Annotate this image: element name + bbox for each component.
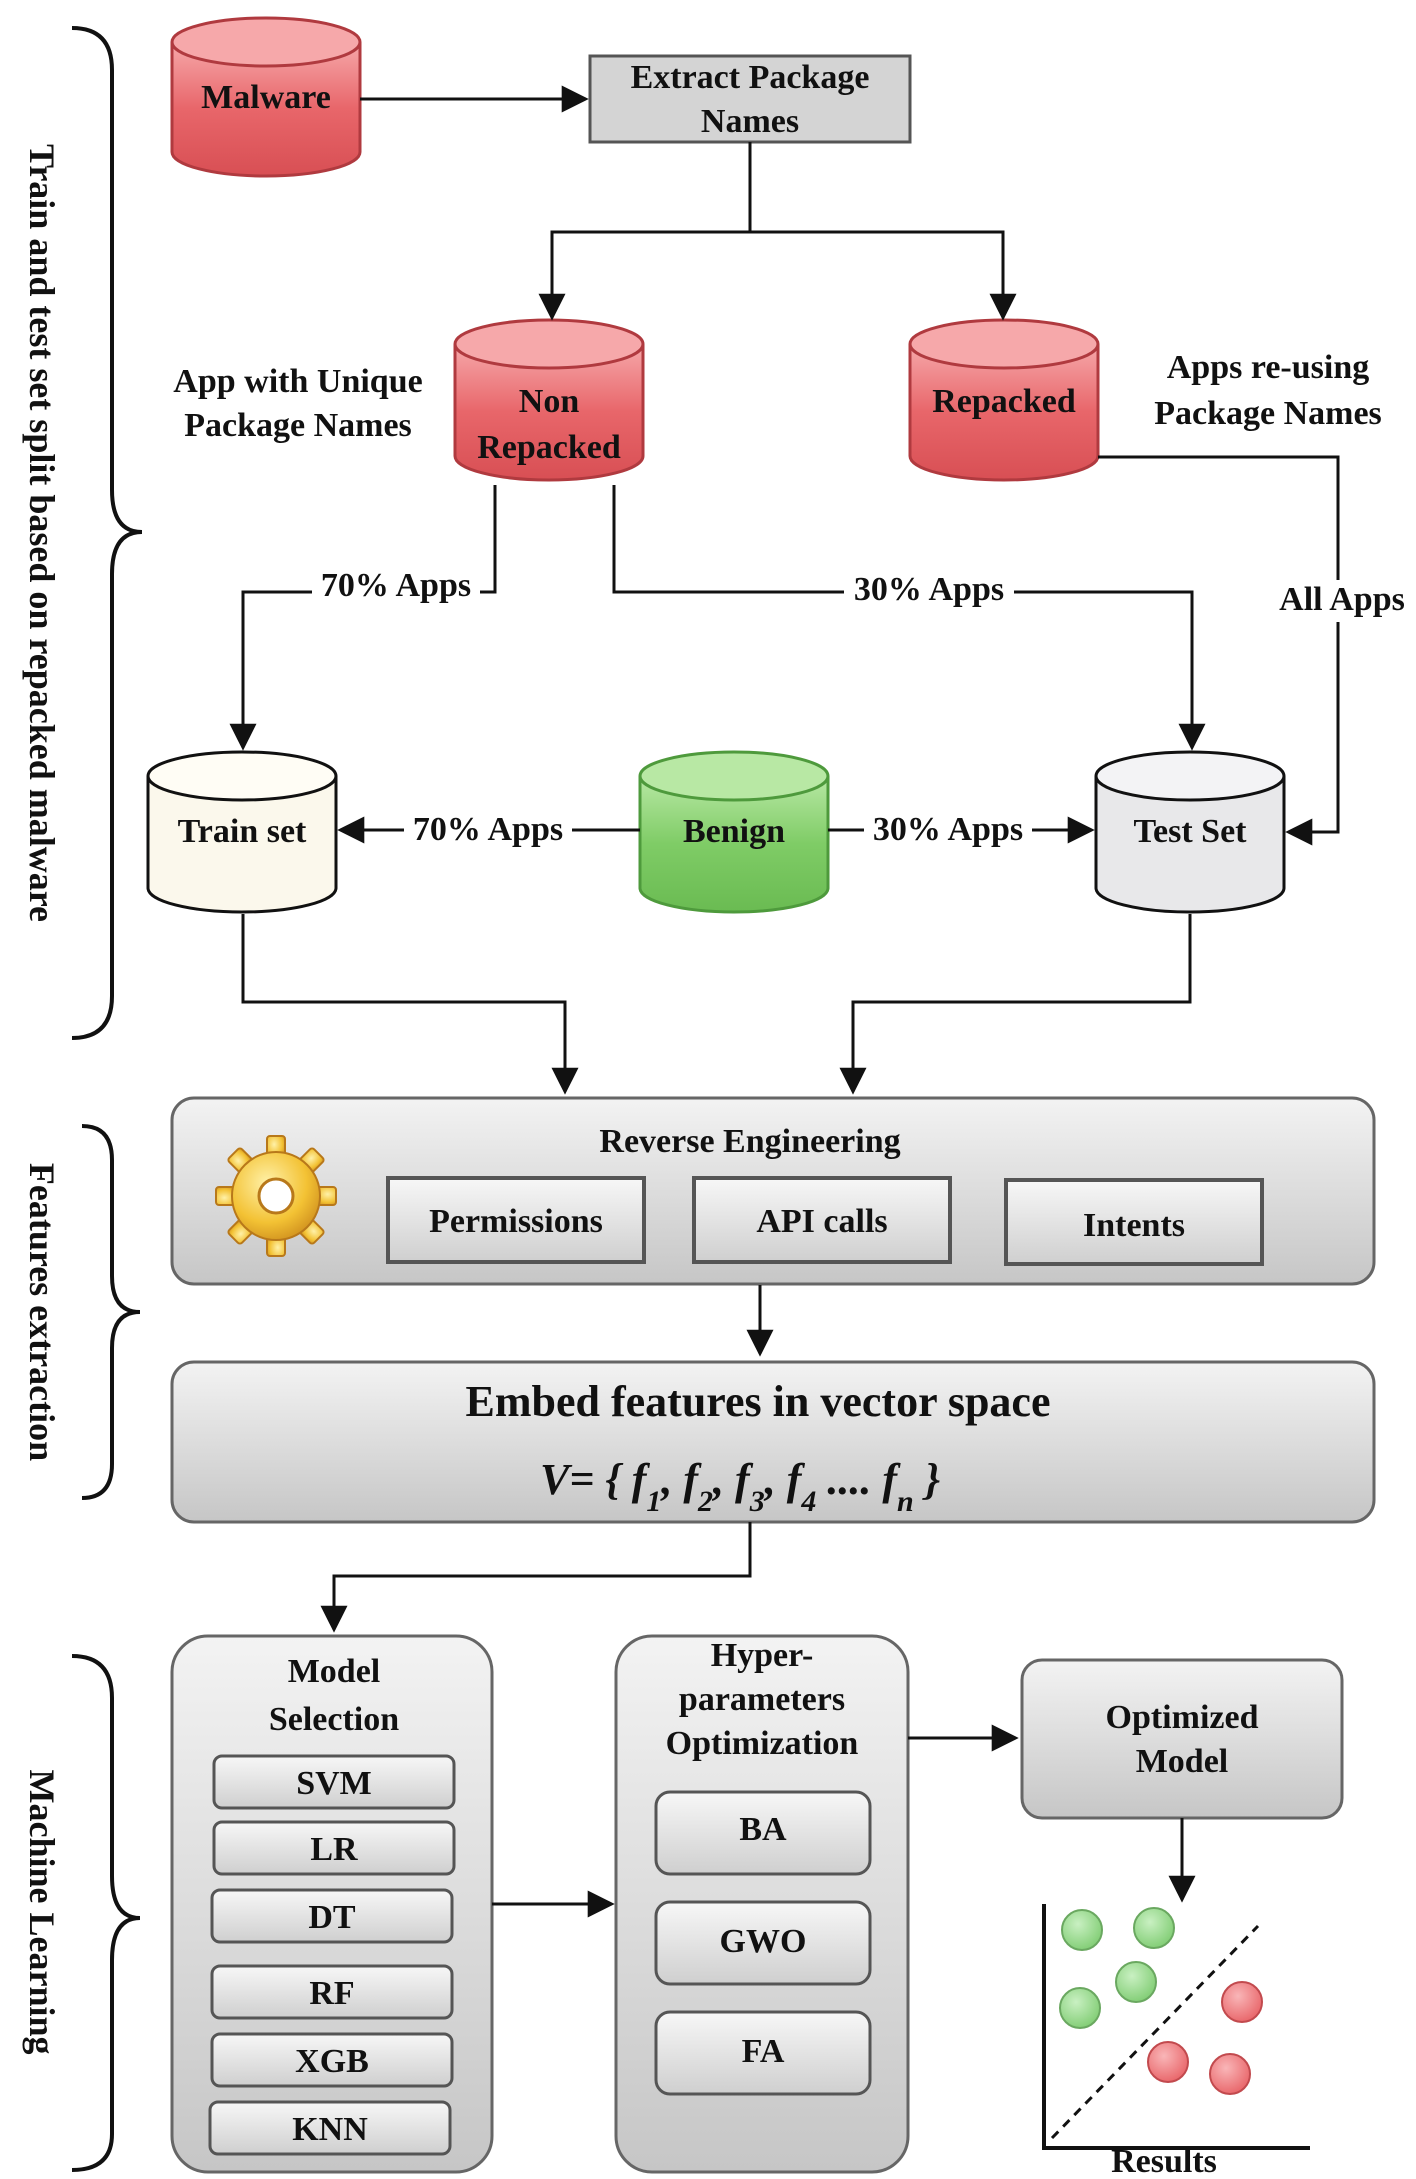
- results-label: Results: [1111, 2143, 1217, 2179]
- extract-label-1: Extract Package: [631, 59, 870, 96]
- repacked-database: Repacked: [908, 318, 1100, 482]
- unique-names-note-1: App with Unique: [173, 363, 422, 400]
- extract-package-names-box: Extract Package Names: [588, 54, 912, 144]
- arrow-nonrepacked-train: [229, 485, 497, 751]
- scatter-axes: [1042, 1904, 1310, 2150]
- dot-green: [1061, 1909, 1103, 1951]
- extract-label-2: Names: [701, 103, 799, 140]
- hyperparameters-panel: Hyper- parameters Optimization BA GWO FA: [614, 1634, 910, 2174]
- hyper-title-3: Optimization: [666, 1725, 859, 1762]
- model-xgb: XGB: [295, 2043, 369, 2080]
- reusing-names-note-1: Apps re-using: [1167, 349, 1370, 386]
- model-dt: DT: [308, 1899, 356, 1936]
- brace-features: [81, 1124, 141, 1500]
- algo-fa: FA: [742, 2033, 785, 2070]
- model-selection-title-1: Model: [288, 1653, 381, 1690]
- optimized-label-2: Model: [1136, 1743, 1229, 1780]
- section-label-split: Train and test set split based on repack…: [22, 144, 62, 922]
- algo-gwo: GWO: [720, 1923, 807, 1960]
- unique-names-note-2: Package Names: [184, 407, 412, 444]
- arrow-nonrepacked-test: [612, 485, 1206, 751]
- gear-icon: [215, 1135, 337, 1257]
- dot-red: [1147, 2041, 1189, 2083]
- arrow-train-reverse: [241, 914, 579, 1095]
- non-repacked-database: Non Repacked: [453, 318, 645, 482]
- malware-database: Malware: [170, 16, 362, 178]
- model-svm: SVM: [296, 1765, 372, 1802]
- vector-formula: V= { f1, f2, f3, f4 .... fn }: [540, 1455, 940, 1518]
- hyper-title-1: Hyper-: [711, 1637, 814, 1674]
- dot-red: [1209, 2053, 1251, 2095]
- non-repacked-label-2: Repacked: [477, 429, 621, 466]
- model-knn: KNN: [292, 2111, 368, 2148]
- feature-permissions: Permissions: [429, 1203, 603, 1240]
- results-scatter-plot: Results: [1042, 1904, 1310, 2179]
- reusing-names-note-2: Package Names: [1154, 395, 1382, 432]
- reverse-engineering-title: Reverse Engineering: [599, 1123, 900, 1160]
- repacked-label: Repacked: [932, 383, 1076, 420]
- dot-green: [1059, 1987, 1101, 2029]
- test-set-database: Test Set: [1094, 750, 1286, 914]
- embed-title: Embed features in vector space: [466, 1377, 1051, 1426]
- dot-green: [1133, 1907, 1175, 1949]
- arrow-repacked-test: [1098, 455, 1340, 846]
- feature-api-calls: API calls: [756, 1203, 887, 1240]
- edge-label-30-benign: 30% Apps: [873, 811, 1023, 848]
- arrow-embed-model: [320, 1522, 752, 1633]
- arrow-extract-split: [538, 142, 752, 321]
- train-set-database: Train set: [146, 750, 338, 914]
- train-set-label: Train set: [178, 813, 307, 850]
- benign-database: Benign: [638, 750, 830, 914]
- dot-green: [1115, 1961, 1157, 2003]
- arrow-test-reverse: [839, 914, 1192, 1095]
- optimized-model-box: Optimized Model: [1020, 1658, 1344, 1820]
- section-label-features: Features extraction: [22, 1163, 62, 1461]
- model-selection-panel: Model Selection SVM LR DT RF XGB KNN: [170, 1634, 494, 2174]
- test-set-label: Test Set: [1133, 813, 1247, 850]
- optimized-label-1: Optimized: [1106, 1699, 1259, 1736]
- algo-ba: BA: [739, 1811, 787, 1848]
- model-rf: RF: [309, 1975, 354, 2012]
- dot-red: [1221, 1981, 1263, 2023]
- model-lr: LR: [310, 1831, 358, 1868]
- reverse-engineering-panel: Reverse Engineering Permissions API call…: [170, 1096, 1376, 1286]
- brace-ml: [71, 1654, 141, 2172]
- decision-boundary: [1050, 1924, 1260, 2140]
- embed-features-panel: Embed features in vector space V= { f1, …: [170, 1360, 1376, 1524]
- edge-label-70-benign: 70% Apps: [413, 811, 563, 848]
- edge-label-all-apps: All Apps: [1279, 581, 1405, 618]
- benign-label: Benign: [683, 813, 785, 850]
- model-selection-title-2: Selection: [269, 1701, 399, 1738]
- brace-split: [71, 26, 143, 1040]
- edge-label-70-nonrepacked: 70% Apps: [321, 567, 471, 604]
- non-repacked-label-1: Non: [519, 383, 580, 420]
- edge-label-30-nonrepacked: 30% Apps: [854, 571, 1004, 608]
- arrow-extract-repacked: [750, 230, 1017, 321]
- section-label-ml: Machine Learning: [22, 1770, 62, 2055]
- malware-label: Malware: [201, 79, 331, 116]
- hyper-title-2: parameters: [679, 1681, 845, 1718]
- feature-intents: Intents: [1083, 1207, 1185, 1244]
